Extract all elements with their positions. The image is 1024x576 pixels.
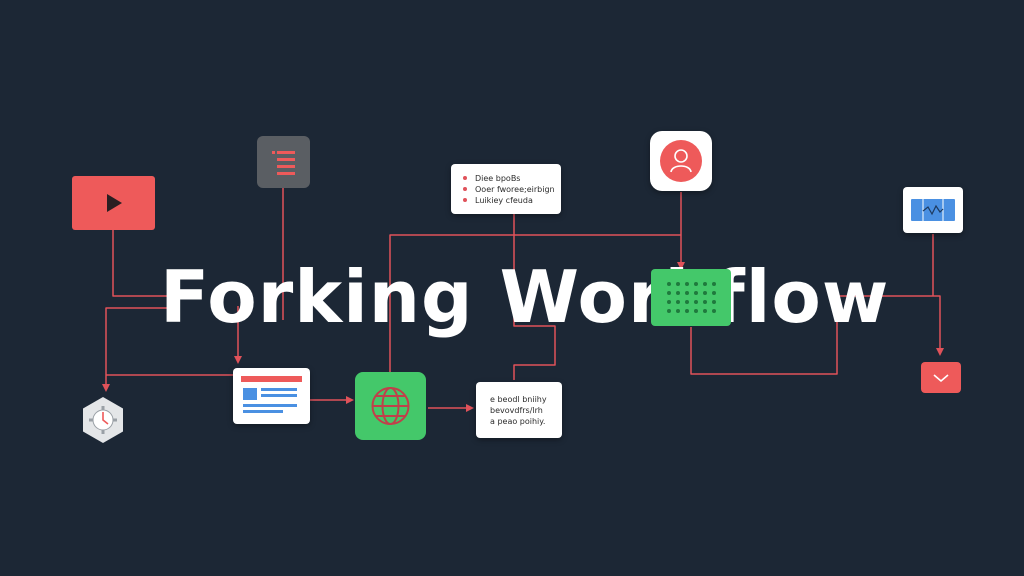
gear-node[interactable] <box>78 395 128 445</box>
user-node[interactable] <box>650 131 712 191</box>
list-node[interactable] <box>257 136 310 188</box>
bottom-note-line: e beodl bniihy <box>490 395 547 404</box>
bottom-note-line: bevovdfrs/lrh <box>490 406 543 415</box>
waveform-chart-icon <box>911 199 955 221</box>
connector-list-to-browser <box>238 188 284 362</box>
connector-branch-to-globe <box>389 234 681 372</box>
browser-node[interactable] <box>233 368 310 424</box>
gear-icon <box>83 397 123 443</box>
dot-grid-icon <box>667 282 716 313</box>
user-icon <box>660 140 702 182</box>
globe-node[interactable] <box>355 372 426 440</box>
dots-node[interactable] <box>651 269 731 326</box>
connector-top-note-down <box>513 214 556 380</box>
globe-icon <box>371 387 410 425</box>
top-note-card[interactable]: Diee bpoBs Ooer fworee;eirbign Luikiey c… <box>451 164 561 214</box>
play-icon <box>107 194 122 212</box>
connector-video-to-title <box>112 230 170 297</box>
dropdown-node[interactable] <box>921 362 961 393</box>
connector-chart-to-dropdown <box>909 234 940 354</box>
browser-window-icon <box>241 376 302 413</box>
chevron-down-icon <box>933 374 949 383</box>
top-note-line: Ooer fworee;eirbign <box>461 184 555 195</box>
top-note-list: Diee bpoBs Ooer fworee;eirbign Luikiey c… <box>461 173 555 206</box>
video-node[interactable] <box>72 176 155 230</box>
bottom-note-line: a peao poihiy. <box>490 417 546 426</box>
list-icon <box>272 151 295 175</box>
connector-left-branch-to-gear <box>102 307 170 392</box>
chart-node[interactable] <box>903 187 963 233</box>
top-note-line: Luikiey cfeuda <box>461 195 553 206</box>
bottom-note-card[interactable]: e beodl bniihy bevovdfrs/lrh a peao poih… <box>476 382 562 438</box>
diagram-title: Forking Workflow <box>160 255 890 339</box>
top-note-line: Diee bpoBs <box>461 173 553 184</box>
connector-dots-loop <box>690 295 909 375</box>
